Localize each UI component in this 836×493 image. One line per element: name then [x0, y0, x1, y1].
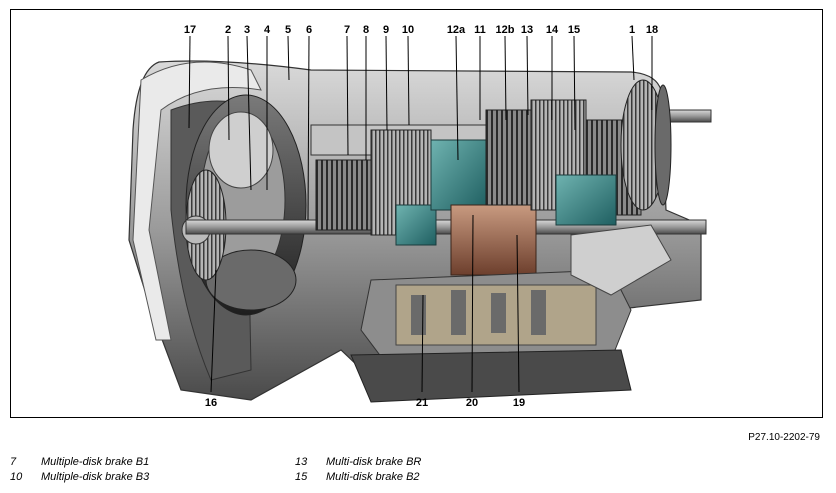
callout-5: 5: [285, 24, 291, 36]
figure-reference: P27.10-2202-79: [748, 432, 820, 443]
diagram-frame: 17 2 3 4 5 6 7 8 9 10 12a 11 12b 13 14 1…: [10, 9, 823, 418]
legend-label: Multi-disk brake B2: [326, 471, 420, 483]
callout-7: 7: [344, 24, 350, 36]
callout-12a: 12a: [447, 24, 466, 36]
transmission-cutaway-illustration: 17 2 3 4 5 6 7 8 9 10 12a 11 12b 13 14 1…: [128, 24, 712, 409]
torque-converter: [181, 94, 307, 316]
callout-leaders: [188, 35, 653, 393]
callout-15: 15: [568, 24, 580, 36]
callout-19: 19: [513, 397, 525, 409]
callout-3: 3: [244, 24, 250, 36]
callout-6: 6: [306, 24, 312, 36]
callout-20: 20: [466, 397, 478, 409]
callout-21: 21: [416, 397, 428, 409]
callout-1: 1: [629, 24, 635, 36]
callout-2: 2: [225, 24, 231, 36]
legend-number: 15: [295, 471, 308, 483]
legend-label: Multiple-disk brake B1: [41, 456, 150, 468]
callout-17: 17: [184, 24, 196, 36]
planetary-gear-sets: [315, 79, 672, 276]
callout-14: 14: [546, 24, 559, 36]
callout-16: 16: [205, 397, 217, 409]
legend-number: 10: [10, 471, 23, 483]
callout-4: 4: [264, 24, 271, 36]
callout-13: 13: [521, 24, 533, 36]
callout-12b: 12b: [496, 24, 515, 36]
callout-8: 8: [363, 24, 369, 36]
callout-10: 10: [402, 24, 414, 36]
callout-11: 11: [474, 24, 486, 36]
legend-label: Multi-disk brake BR: [326, 456, 422, 468]
legend-number: 13: [295, 456, 308, 468]
legend-number: 7: [10, 456, 17, 468]
callout-9: 9: [383, 24, 389, 36]
callout-18: 18: [646, 24, 658, 36]
valve-body: [350, 224, 672, 403]
callout-numbers: 17 2 3 4 5 6 7 8 9 10 12a 11 12b 13 14 1…: [184, 24, 658, 409]
legend-label: Multiple-disk brake B3: [41, 471, 150, 483]
